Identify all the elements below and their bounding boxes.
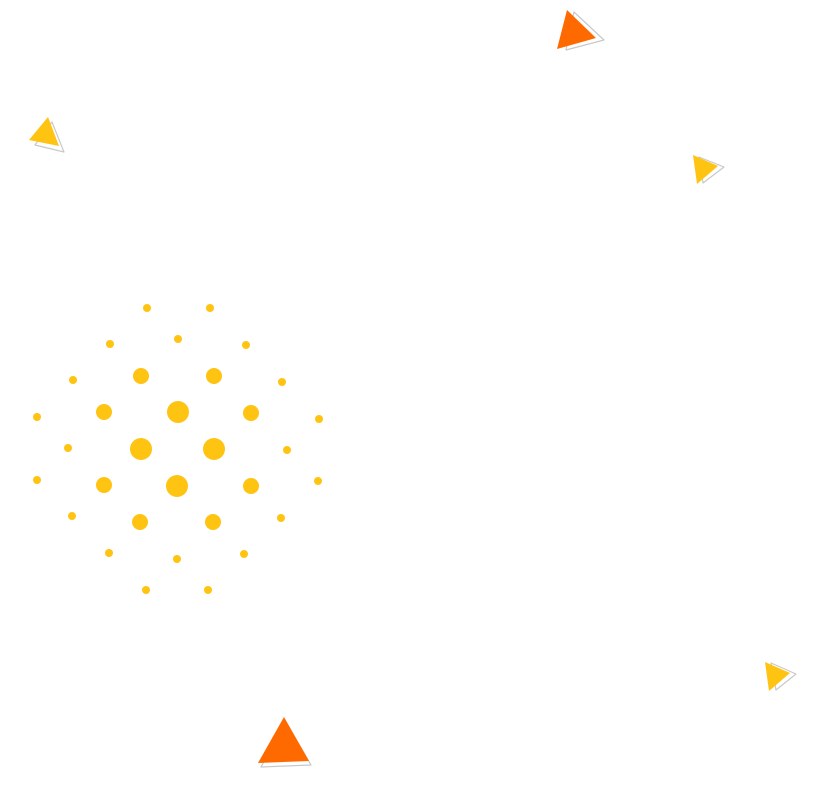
dot-26 bbox=[277, 514, 285, 522]
dot-20 bbox=[166, 475, 188, 497]
orange-triangle-bottom-icon bbox=[258, 717, 312, 768]
dot-27 bbox=[105, 549, 113, 557]
dot-25 bbox=[205, 514, 221, 530]
dot-1 bbox=[206, 304, 214, 312]
dot-14 bbox=[64, 444, 72, 452]
dot-30 bbox=[142, 586, 150, 594]
dot-21 bbox=[243, 478, 259, 494]
dot-24 bbox=[132, 514, 148, 530]
dot-5 bbox=[69, 376, 77, 384]
dot-16 bbox=[203, 438, 225, 460]
dot-11 bbox=[167, 401, 189, 423]
dot-3 bbox=[174, 335, 182, 343]
dot-10 bbox=[96, 404, 112, 420]
dot-2 bbox=[106, 340, 114, 348]
dot-17 bbox=[283, 446, 291, 454]
dot-4 bbox=[242, 341, 250, 349]
dot-8 bbox=[278, 378, 286, 386]
dot-9 bbox=[33, 413, 41, 421]
dot-22 bbox=[314, 477, 322, 485]
dot-28 bbox=[173, 555, 181, 563]
dot-7 bbox=[206, 368, 222, 384]
yellow-dot-cluster-icon bbox=[33, 304, 323, 594]
dot-18 bbox=[33, 476, 41, 484]
dot-23 bbox=[68, 512, 76, 520]
yellow-triangle-bottom-right-icon bbox=[765, 662, 797, 691]
dot-15 bbox=[130, 438, 152, 460]
dot-19 bbox=[96, 477, 112, 493]
dot-31 bbox=[204, 586, 212, 594]
dot-29 bbox=[240, 550, 248, 558]
yellow-triangle-right-icon bbox=[693, 155, 725, 184]
dot-6 bbox=[133, 368, 149, 384]
dot-0 bbox=[143, 304, 151, 312]
orange-triangle-top-right-icon bbox=[557, 10, 605, 51]
dot-12 bbox=[243, 405, 259, 421]
yellow-triangle-top-left-icon bbox=[29, 117, 65, 153]
dot-13 bbox=[315, 415, 323, 423]
